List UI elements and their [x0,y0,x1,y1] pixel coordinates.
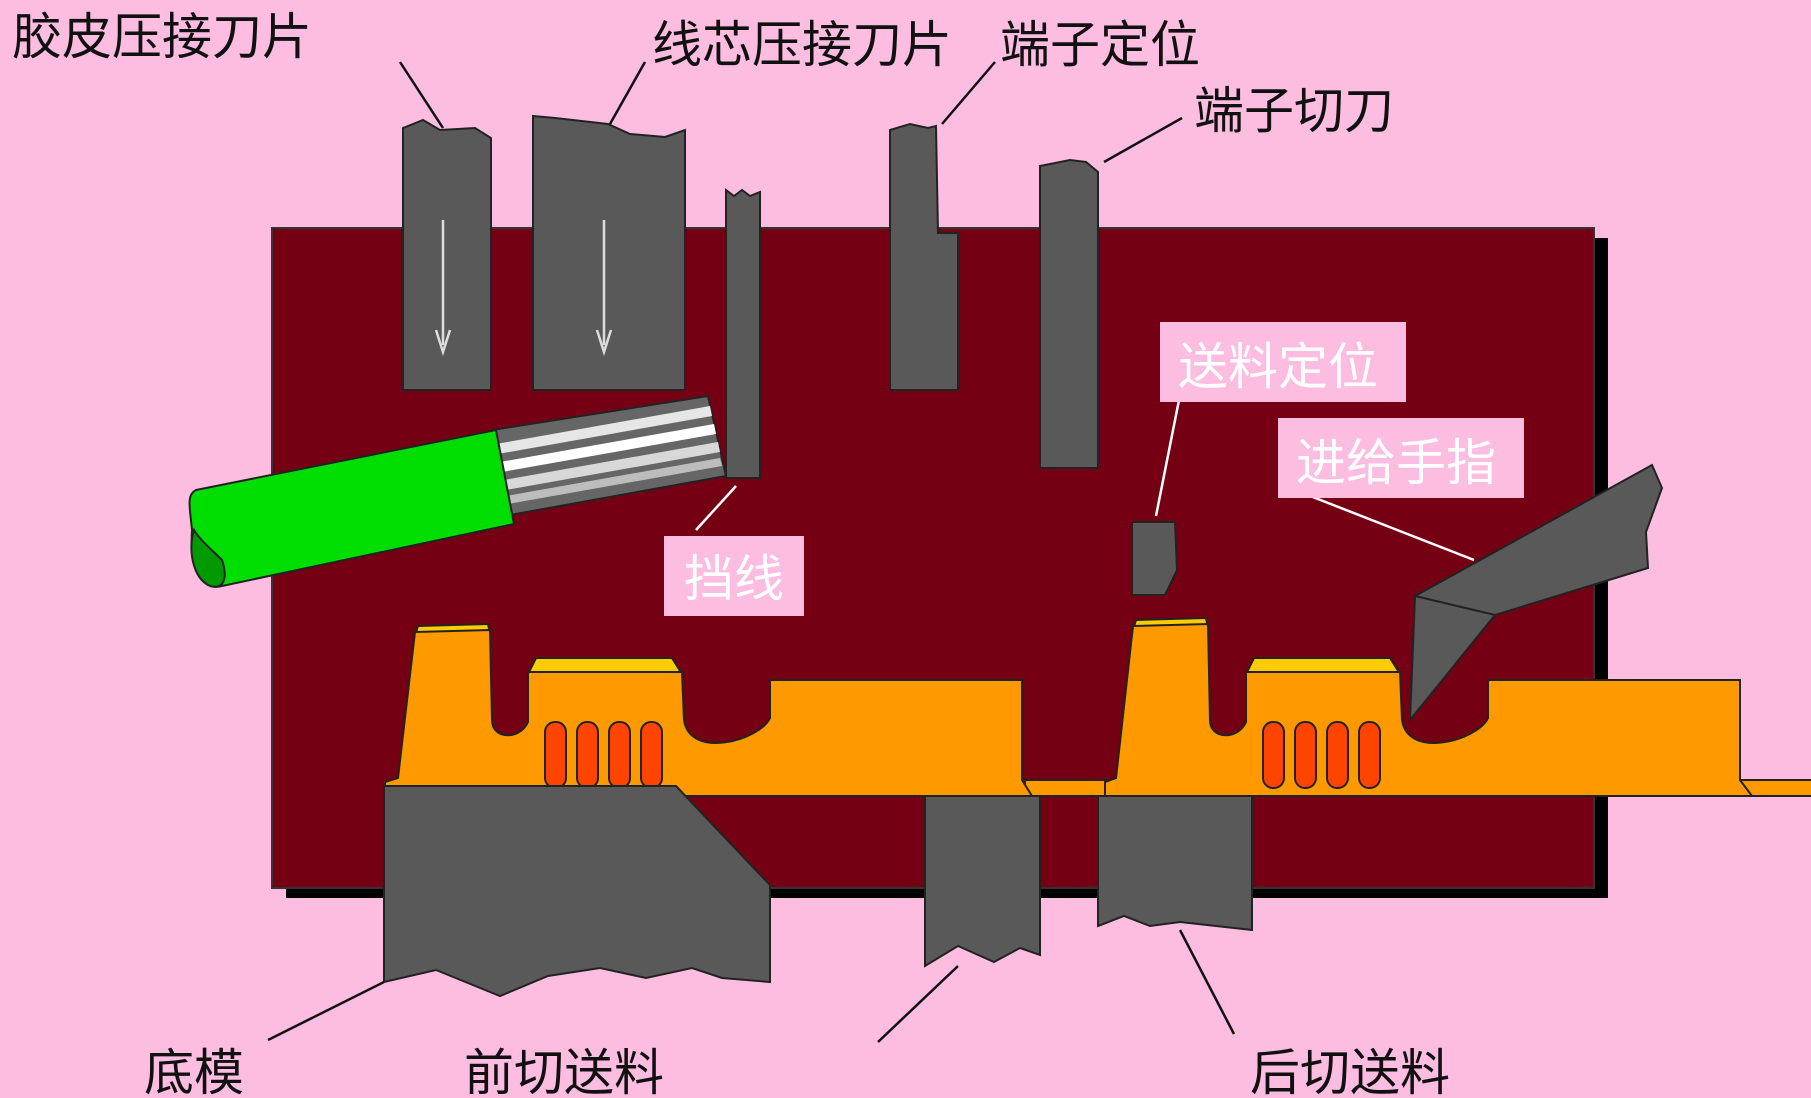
leader-insulation-blade [398,61,445,129]
terminal-1 [384,622,1034,797]
insulation-blade-arrowhead [434,329,452,357]
label-insulation-crimp-blade: 胶皮压接刀片 [12,8,312,66]
label-bottom-die: 底模 [144,1044,244,1098]
bottom-die [383,785,771,998]
terminal-2 [1104,616,1754,797]
leader-rear-cut [1178,929,1236,1035]
label-core-crimp-blade: 线芯压接刀片 [652,16,952,74]
label-rear-cut-feed: 后切送料 [1250,1044,1450,1098]
leader-feed-positioning [1154,394,1182,517]
leader-feed-finger [1299,490,1475,562]
feed-positioning-pin [1131,521,1179,596]
wire-stop-blade [725,188,761,479]
terminal-positioning-blade [889,122,959,391]
wire-conductor [490,394,728,517]
feed-positioning-label-box [1160,322,1406,402]
core-blade-arrowhead [595,329,613,357]
leader-terminal-cutter [1103,116,1183,164]
label-front-cut-feed: 前切送料 [464,1044,664,1098]
insulation-crimp-blade [402,118,492,391]
leader-bottom-die [267,980,385,1042]
rear-cut-feed-block [1097,795,1253,932]
label-feed-positioning: 送料定位 [1178,338,1378,396]
label-terminal-cutter: 端子切刀 [1194,82,1394,140]
terminal-cutter-blade [1039,158,1099,469]
label-wire-stop: 挡线 [684,550,784,608]
leader-terminal-positioning [941,61,996,125]
feed-finger-tip [1408,594,1497,723]
leader-front-cut [877,965,959,1043]
leader-wire-stop [695,485,737,531]
label-terminal-positioning: 端子定位 [1000,16,1200,74]
front-cut-feed-block [924,795,1041,968]
label-feed-finger: 进给手指 [1296,434,1496,492]
core-crimp-blade [532,114,686,391]
feed-finger-label-box [1278,418,1524,498]
leader-core-blade [608,61,647,125]
wire-stop-label-box [664,536,804,616]
wire-insulation [188,428,516,588]
